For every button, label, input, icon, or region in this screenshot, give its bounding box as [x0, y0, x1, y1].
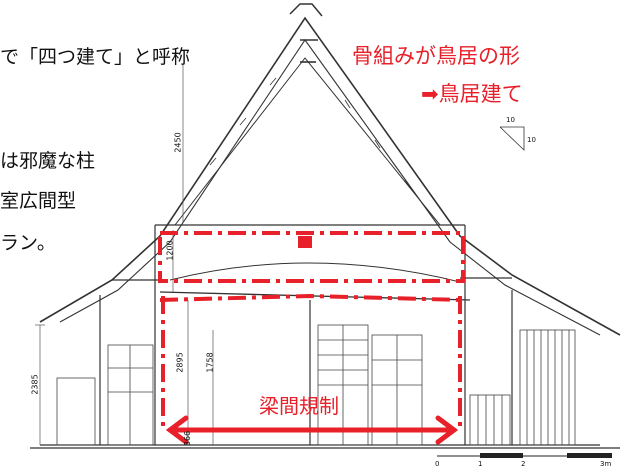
slope-triangle [499, 126, 525, 151]
sliding-doors [56, 324, 576, 446]
dim-2895: 2895 [175, 352, 185, 373]
dimension-lines [35, 65, 214, 445]
beam-limit-label: 梁間規制 [259, 394, 339, 418]
dim-1200: 1200 [165, 240, 175, 261]
scale-bar [437, 453, 612, 458]
dim-1758: 1758 [205, 352, 215, 373]
torii-frame-outline [158, 231, 465, 430]
dim-2450: 2450 [173, 132, 183, 153]
dim-366: 366 [183, 430, 193, 447]
scale-label-1: 1 [478, 460, 483, 468]
description-line-4: ラン。 [0, 232, 56, 254]
slope-rise: 10 [527, 136, 536, 144]
description-line-2: は邪魔な柱 [0, 150, 96, 172]
scale-label-3m: 3m [600, 460, 612, 468]
description-line-1: で「四つ建て」と呼称 [0, 46, 191, 68]
scale-label-2: 2 [521, 460, 526, 468]
tie-beam-marker [298, 236, 312, 248]
torii-build-annotation: ➡鳥居建て [421, 82, 523, 106]
torii-shape-annotation: 骨組みが鳥居の形 [352, 44, 520, 68]
beam-span-arrow [165, 415, 459, 445]
description-line-3: 室広間型 [0, 190, 77, 212]
scale-label-0: 0 [435, 460, 440, 468]
dim-2385: 2385 [30, 374, 40, 395]
slope-run: 10 [506, 116, 515, 124]
eaves [112, 262, 512, 301]
